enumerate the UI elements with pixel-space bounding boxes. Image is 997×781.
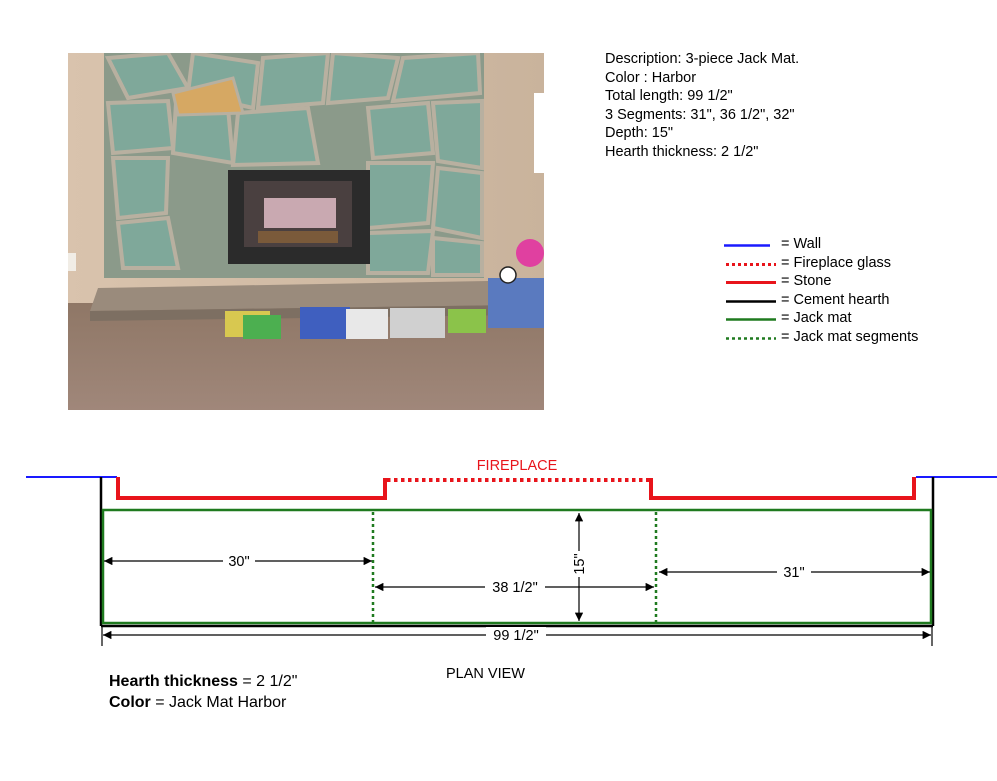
legend-label: = Stone (781, 273, 832, 290)
hearth-thickness-note: Hearth thickness = 2 1/2" (109, 671, 297, 692)
plan-view-label: PLAN VIEW (446, 666, 525, 682)
dim-depth-label: 15" (572, 553, 588, 574)
hearth-thickness-label: Hearth thickness (109, 673, 238, 690)
legend-label: = Cement hearth (781, 291, 890, 308)
notes-block: Hearth thickness = 2 1/2" Color = Jack M… (109, 671, 297, 713)
color-note: Color = Jack Mat Harbor (109, 692, 297, 713)
description-block: Description: 3-piece Jack Mat. Color : H… (605, 50, 799, 162)
total-length-line: Total length: 99 1/2" (605, 88, 733, 105)
dim-middle-label: 38 1/2" (492, 580, 537, 596)
segments-line: 3 Segments: 31", 36 1/2", 32" (605, 106, 795, 123)
color-value: = Jack Mat Harbor (150, 694, 287, 711)
hearth-thickness-line: Hearth thickness: 2 1/2" (605, 143, 759, 160)
fireplace-label: FIREPLACE (477, 458, 558, 474)
stone-left-outline (116, 477, 387, 500)
legend-label: = Jack mat (781, 310, 852, 327)
description-line: Description: 3-piece Jack Mat. (605, 51, 800, 67)
stone-right-outline (649, 477, 916, 500)
color-label: Color (109, 694, 151, 711)
dim-right-label: 31" (783, 565, 804, 581)
color-line: Color : Harbor (605, 69, 697, 86)
hearth-thickness-value: = 2 1/2" (237, 673, 298, 690)
legend-label: = Jack mat segments (781, 328, 919, 345)
plan-view-diagram: FIREPLACE 30" 38 1/2" 31" 15" 99 1/2" (26, 458, 997, 646)
legend-label: = Fireplace glass (781, 254, 892, 271)
depth-line: Depth: 15" (605, 125, 674, 142)
dim-left-label: 30" (228, 554, 249, 570)
jack-mat-outline (101, 508, 933, 625)
fireplace-photo (68, 53, 544, 410)
legend-label: = Wall (781, 236, 822, 252)
dim-total-label: 99 1/2" (493, 628, 538, 644)
